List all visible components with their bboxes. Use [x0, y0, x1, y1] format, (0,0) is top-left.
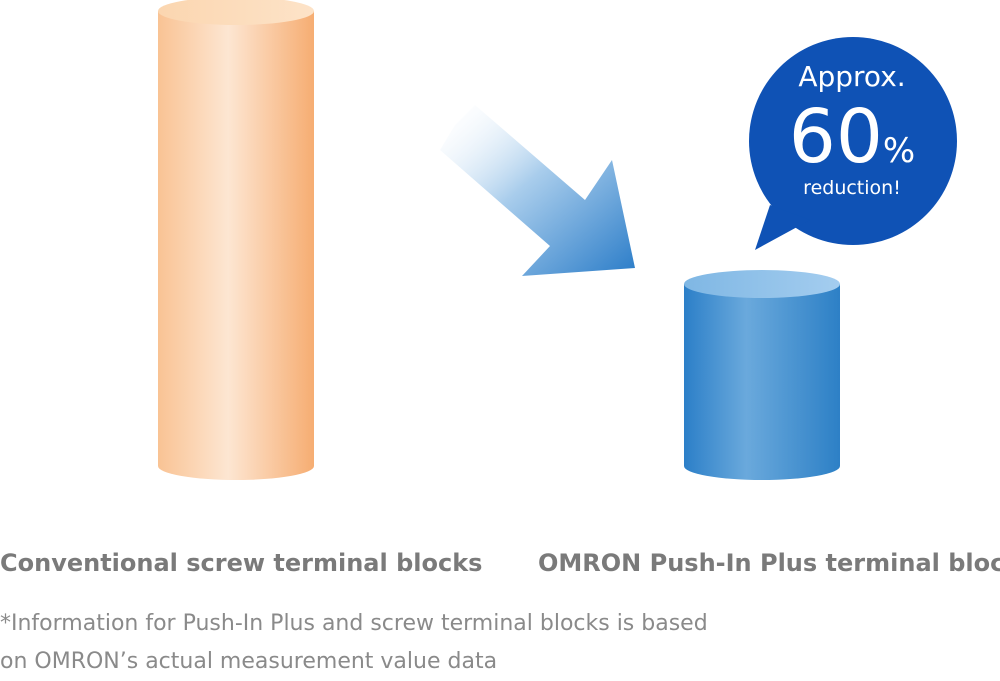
arrow-icon: [440, 105, 635, 276]
footnote-line-1: *Information for Push-In Plus and screw …: [0, 611, 708, 636]
callout-approx: Approx.: [798, 60, 905, 93]
category-label-conventional: Conventional screw terminal blocks: [0, 549, 482, 577]
footnote-line-2: on OMRON’s actual measurement value data: [0, 649, 498, 674]
bar-omron-top: [684, 270, 840, 298]
callout-unit: %: [883, 131, 915, 171]
bar-omron: [684, 270, 840, 480]
callout-number: 60: [789, 94, 883, 180]
callout-reduction: reduction!: [803, 177, 901, 199]
bar-conventional-top: [158, 0, 314, 25]
callout-percent: 60%: [789, 94, 915, 180]
bar-omron-body: [684, 284, 840, 480]
category-label-omron: OMRON Push-In Plus terminal block: [538, 549, 1000, 577]
bar-conventional: [158, 0, 314, 480]
callout-bubble: Approx. 60% reduction!: [749, 37, 957, 250]
footnote: *Information for Push-In Plus and screw …: [0, 605, 800, 681]
bars-group: [158, 0, 840, 480]
callout-circle: [749, 37, 957, 245]
bar-conventional-body: [158, 11, 314, 480]
callout-tail: [755, 205, 810, 250]
